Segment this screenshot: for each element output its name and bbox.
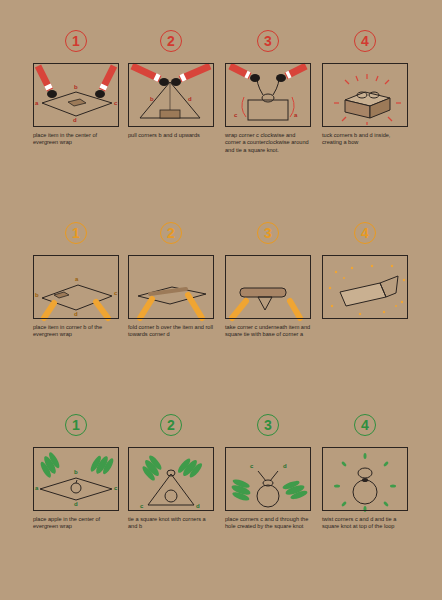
step-panel (128, 63, 214, 127)
instruction-step: 3 place corners c and d through the hole … (225, 414, 311, 531)
step-number: 4 (354, 414, 376, 436)
step-number: 2 (160, 414, 182, 436)
step-number: 1 (65, 414, 87, 436)
step-number: 2 (160, 222, 182, 244)
corner-letter: b (74, 469, 78, 475)
corner-letter: a (35, 485, 38, 491)
step-number: 4 (354, 30, 376, 52)
step-panel (225, 63, 311, 127)
step-panel (322, 255, 408, 319)
corner-letter: d (74, 501, 78, 507)
step-number: 1 (65, 222, 87, 244)
corner-letter: c (250, 463, 253, 469)
corner-letter: a (75, 276, 78, 282)
step-number: 3 (257, 222, 279, 244)
instruction-step: 4 twist corners c and d and tie a square … (322, 414, 408, 531)
step-caption: fold corner b over the item and roll tow… (128, 324, 214, 339)
corner-letter: d (196, 503, 200, 509)
step-caption: place item in corner b of the evergreen … (33, 324, 119, 339)
instruction-step: 4 (322, 222, 408, 319)
step-number: 4 (354, 222, 376, 244)
step-caption: tie a square knot with corners a and b (128, 516, 214, 531)
step-caption: take corner c underneath item and square… (225, 324, 311, 339)
corner-letter: b (35, 292, 39, 298)
step-panel (128, 447, 214, 511)
corner-letter: c (234, 112, 237, 118)
step-panel (225, 447, 311, 511)
step-caption: place apple in the center of evergreen w… (33, 516, 119, 531)
step-panel (33, 255, 119, 319)
step-number: 2 (160, 30, 182, 52)
corner-letter: c (114, 290, 117, 296)
step-caption: tuck corners b and d inside, creating a … (322, 132, 408, 147)
instruction-step: 2 fold corner b over the item and roll to… (128, 222, 214, 339)
instruction-step: 4 tuck corners b and d inside, creating a… (322, 30, 408, 147)
step-number: 3 (257, 30, 279, 52)
step-number: 1 (65, 30, 87, 52)
step-panel (128, 255, 214, 319)
instruction-step: 3 wrap corner c clockwise and corner a co… (225, 30, 311, 154)
corner-letter: a (35, 100, 38, 106)
step-panel (225, 255, 311, 319)
corner-letter: d (73, 117, 77, 123)
step-caption: wrap corner c clockwise and corner a cou… (225, 132, 311, 154)
instruction-step: 2 pull corners b and d upwards (128, 30, 214, 139)
step-number: 3 (257, 414, 279, 436)
corner-letter: c (114, 100, 117, 106)
instruction-step: 3 take corner c underneath item and squar… (225, 222, 311, 339)
corner-letter: d (188, 96, 192, 102)
step-panel (322, 63, 408, 127)
corner-letter: d (74, 311, 78, 317)
step-caption: pull corners b and d upwards (128, 132, 214, 139)
step-caption: twist corners c and d and tie a square k… (322, 516, 408, 531)
step-caption: place item in the center of evergreen wr… (33, 132, 119, 147)
step-panel (322, 447, 408, 511)
corner-letter: c (140, 503, 143, 509)
corner-letter: a (294, 112, 297, 118)
corner-letter: c (114, 485, 117, 491)
instruction-step: 2 tie a square knot with corners a and b (128, 414, 214, 531)
corner-letter: b (74, 84, 78, 90)
corner-letter: b (150, 96, 154, 102)
step-caption: place corners c and d through the hole c… (225, 516, 311, 531)
corner-letter: d (283, 463, 287, 469)
